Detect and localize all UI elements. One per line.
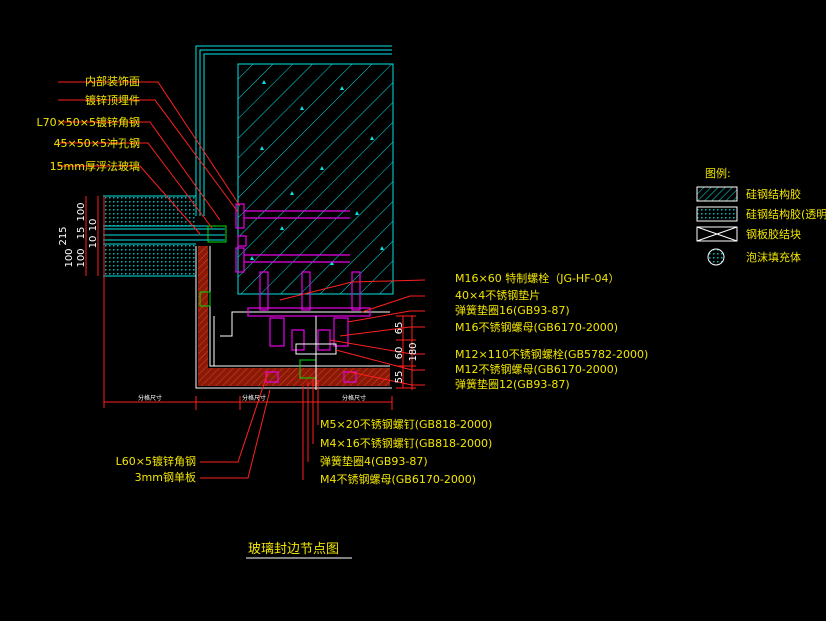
dim-bottom-1: 分格尺寸 bbox=[138, 394, 162, 402]
dim-215: 215 bbox=[58, 226, 69, 245]
callout-spring-washer-4: 弹簧垫圈4(GB93-87) bbox=[320, 454, 428, 468]
dimensions-left: 215 100 15 100 10 10 100 bbox=[58, 202, 99, 267]
callout-spring-washer-12: 弹簧垫圈12(GB93-87) bbox=[455, 377, 570, 391]
callout-perforated-steel: 45×50×5冲孔钢 bbox=[54, 136, 140, 150]
connector-clips bbox=[199, 225, 317, 379]
dim-100-lower: 100 bbox=[76, 248, 87, 267]
legend-swatch-clear-sealant bbox=[696, 206, 738, 222]
dim-10-b: 10 bbox=[88, 236, 99, 249]
concrete-structure bbox=[237, 63, 394, 295]
glass-pane bbox=[103, 228, 225, 241]
callout-angle-steel-l60: L60×5镀锌角钢 bbox=[116, 454, 196, 468]
callout-steel-plate: 3mm钢单板 bbox=[135, 470, 196, 484]
callout-m12-bolt: M12×110不锈钢螺栓(GB5782-2000) bbox=[455, 347, 648, 361]
callout-m4-nut: M4不锈钢螺母(GB6170-2000) bbox=[320, 473, 476, 486]
legend-label-structural-sealant: 硅钢结构胶 bbox=[746, 187, 801, 201]
drawing-title-group: 玻璃封边节点图 bbox=[246, 542, 352, 559]
legend-swatch-cross-block bbox=[696, 226, 738, 242]
callout-interior-finish: 内部装饰面 bbox=[85, 74, 140, 88]
legend: 图例: 硅钢结构胶 硅钢结构胶(透明) 钢板胶结块 泡沫填充体 bbox=[696, 166, 826, 266]
dim-100-outer: 100 bbox=[64, 248, 75, 267]
callout-embedded-part: 镀锌顶埋件 bbox=[85, 93, 140, 107]
callout-m4-screw: M4×16不锈钢螺钉(GB818-2000) bbox=[320, 437, 492, 450]
callout-m12-nut: M12不锈钢螺母(GB6170-2000) bbox=[455, 363, 618, 376]
anchor-bolts bbox=[235, 203, 371, 383]
steel-plate-3mm bbox=[198, 246, 390, 386]
legend-label-clear-sealant: 硅钢结构胶(透明) bbox=[746, 207, 826, 221]
dimensions-right: 65 60 55 180 bbox=[394, 322, 419, 384]
left-callouts: 内部装饰面 镀锌顶埋件 L70×50×5镀锌角钢 45×50×5冲孔钢 15mm… bbox=[36, 74, 140, 173]
dim-100-upper: 100 bbox=[76, 202, 87, 221]
callout-m16-bolt: M16×60 特制螺栓（JG-HF-04） bbox=[455, 271, 620, 285]
dim-65: 65 bbox=[394, 322, 405, 335]
callout-m16-nut: M16不锈钢螺母(GB6170-2000) bbox=[455, 321, 618, 334]
dimensions-bottom: 分格尺寸 分格尺寸 分格尺寸 bbox=[138, 394, 366, 402]
dim-15: 15 bbox=[76, 227, 87, 240]
bottom-callouts: M5×20不锈钢螺钉(GB818-2000) M4×16不锈钢螺钉(GB818-… bbox=[116, 418, 493, 486]
leader-lines bbox=[58, 81, 426, 480]
glass-lower bbox=[103, 243, 196, 277]
legend-swatch-structural-sealant bbox=[696, 186, 738, 202]
drawing-title: 玻璃封边节点图 bbox=[248, 542, 339, 557]
legend-swatch-foam-rod bbox=[707, 248, 725, 266]
dim-bottom-2: 分格尺寸 bbox=[242, 394, 266, 402]
glass-upper bbox=[103, 195, 214, 227]
callout-m5-screw: M5×20不锈钢螺钉(GB818-2000) bbox=[320, 418, 492, 431]
aluminium-frame bbox=[195, 246, 392, 389]
legend-label-cross-block: 钢板胶结块 bbox=[746, 227, 801, 241]
callout-angle-steel-l70: L70×50×5镀锌角钢 bbox=[36, 115, 140, 129]
callout-float-glass: 15mm厚浮法玻璃 bbox=[50, 159, 140, 173]
legend-label-foam-rod: 泡沫填充体 bbox=[746, 250, 801, 264]
legend-title: 图例: bbox=[705, 166, 731, 180]
right-callouts: M16×60 特制螺栓（JG-HF-04） 40×4不锈钢垫片 弹簧垫圈16(G… bbox=[455, 271, 648, 391]
dim-180: 180 bbox=[408, 342, 419, 361]
anchor-bolt-white bbox=[295, 316, 337, 390]
callout-spring-washer-16: 弹簧垫圈16(GB93-87) bbox=[455, 303, 570, 317]
dim-bottom-3: 分格尺寸 bbox=[342, 394, 366, 402]
dim-55: 55 bbox=[394, 371, 405, 384]
dim-10-a: 10 bbox=[88, 219, 99, 232]
callout-washer-40x4: 40×4不锈钢垫片 bbox=[455, 288, 540, 302]
dim-60: 60 bbox=[394, 347, 405, 360]
